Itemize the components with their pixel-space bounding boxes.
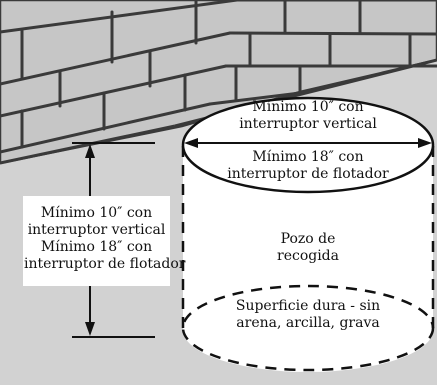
top-lower-label: Mínimo 18″ con interruptor de flotador — [227, 149, 389, 182]
depth-dimension — [23, 142, 170, 338]
sump-pit — [181, 96, 435, 372]
pit-label: Pozo de recogida — [277, 231, 339, 264]
bottom-surface-label: Superficie dura - sin arena, arcilla, gr… — [235, 298, 381, 331]
width-arrow-right-head — [418, 138, 432, 148]
top-upper-label: Mínimo 10″ con interruptor vertical — [239, 99, 377, 132]
depth-arrow-up-head — [85, 144, 95, 158]
depth-label-box — [23, 196, 170, 286]
width-arrow-left-head — [184, 138, 198, 148]
pit-top-ellipse — [181, 96, 435, 194]
depth-label: Mínimo 10″ con interruptor vertical Míni… — [24, 205, 186, 272]
brick-wall — [0, 0, 437, 165]
pit-bottom-ellipse — [181, 284, 435, 372]
depth-arrow-down-head — [85, 322, 95, 336]
